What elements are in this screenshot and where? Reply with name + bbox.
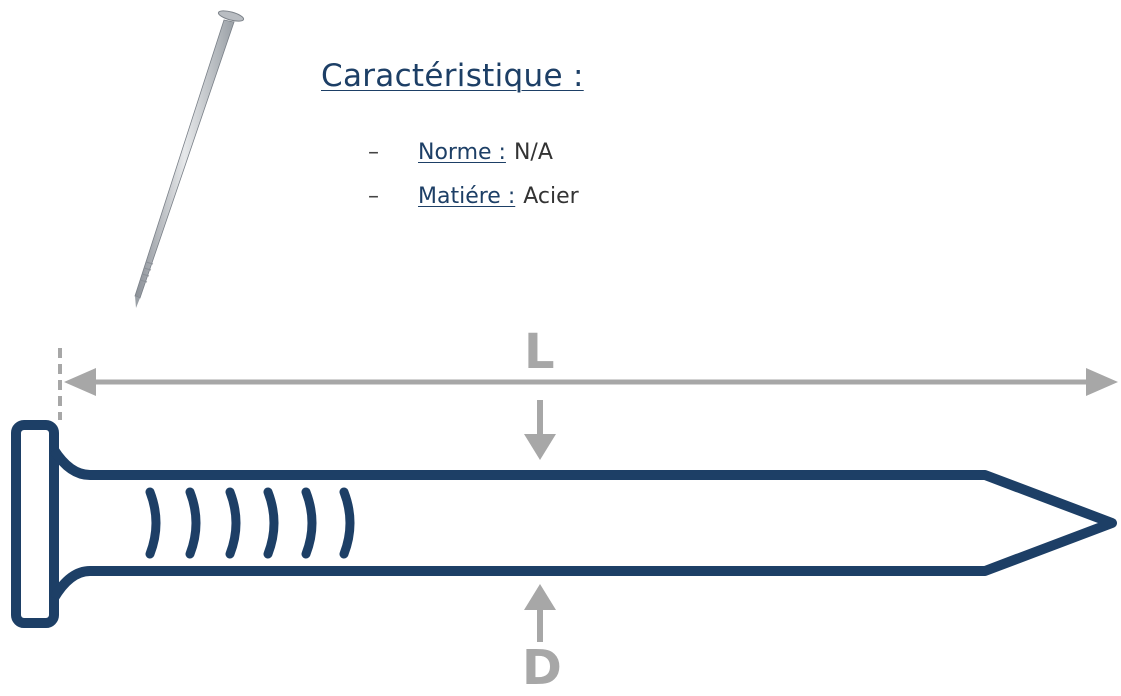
- nail-photo-icon: [134, 10, 245, 308]
- length-arrow: [64, 368, 1118, 396]
- spec-label-matiere: Matiére :: [418, 184, 516, 209]
- dash-bullet: –: [368, 140, 379, 165]
- spec-list: – Norme : N/A – Matiére : Acier: [368, 140, 579, 228]
- spec-value-norme: N/A: [513, 140, 553, 165]
- diameter-arrow-bottom: [524, 584, 556, 642]
- diameter-arrow-top: [524, 400, 556, 460]
- spec-item-matiere: – Matiére : Acier: [368, 184, 579, 228]
- spec-item-norme: – Norme : N/A: [368, 140, 579, 184]
- spec-label-norme: Norme :: [418, 140, 506, 165]
- nail-ridges: [145, 487, 355, 559]
- diameter-label: D: [522, 640, 562, 696]
- spec-value-matiere: Acier: [523, 184, 579, 209]
- dash-bullet: –: [368, 184, 379, 209]
- nail-drawing-icon: [11, 348, 1118, 642]
- page-title: Caractéristique :: [321, 58, 584, 94]
- length-label: L: [524, 324, 555, 380]
- nail-outline: [11, 420, 1117, 628]
